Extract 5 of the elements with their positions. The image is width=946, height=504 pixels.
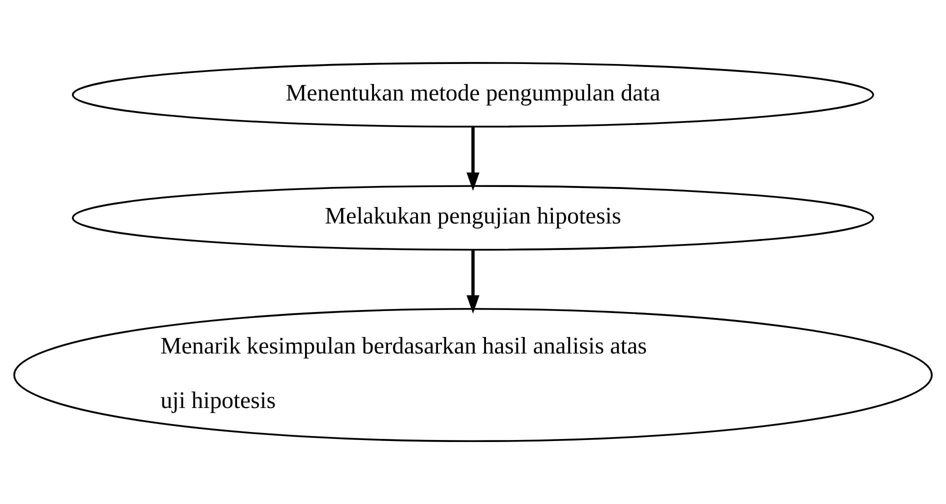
arrow <box>466 127 480 191</box>
node-ellipse: Menentukan metode pengumpulan data <box>72 62 874 128</box>
arrow <box>466 250 480 314</box>
node-ellipse: Menarik kesimpulan berdasarkan hasil analisis atas uji hipotesis <box>13 308 933 442</box>
node-ellipse: Melakukan pengujian hipotesis <box>72 185 874 251</box>
